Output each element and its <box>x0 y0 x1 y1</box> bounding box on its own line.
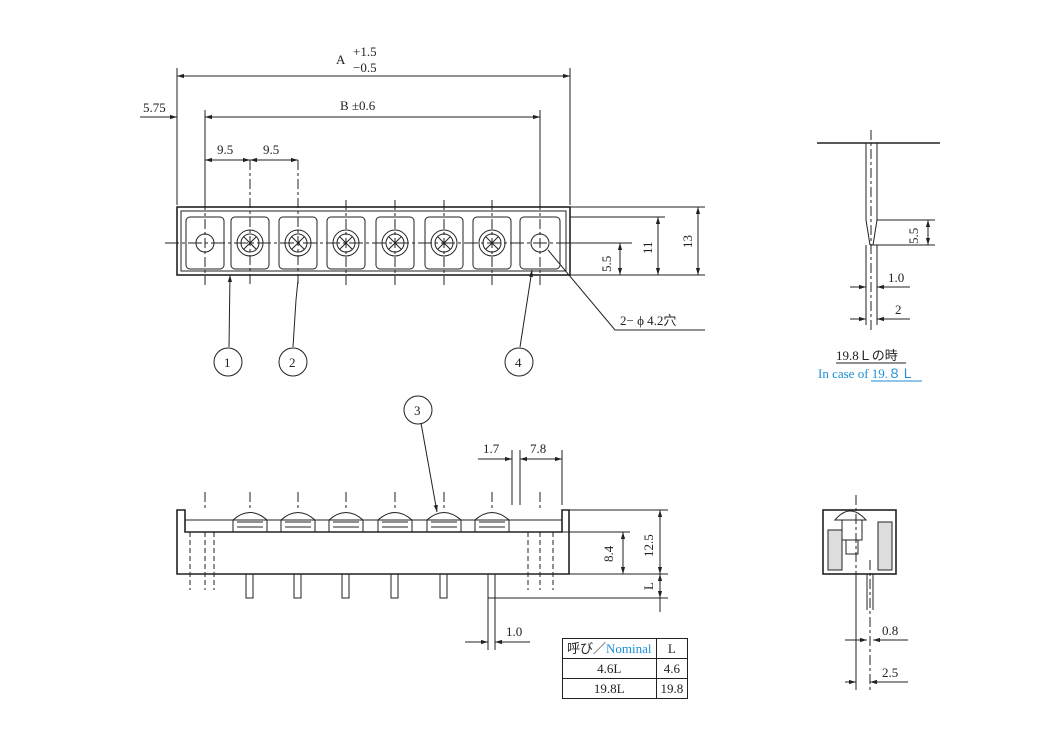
pin-dim-55-label: 5.5 <box>906 228 921 244</box>
end-dim-25-label: 2.5 <box>882 665 898 680</box>
row-nominal: 4.6L <box>562 658 657 679</box>
dim-10-label: 1.0 <box>506 624 522 639</box>
header-L: L <box>655 638 689 659</box>
dim-L-label: L <box>641 582 656 590</box>
pitch-2-label: 9.5 <box>263 142 279 157</box>
dim-b-label: B ±0.6 <box>340 98 376 113</box>
height-55-label: 5.5 <box>599 256 614 272</box>
table-header: 呼び／Nominal L <box>562 638 689 659</box>
hole-note: 2− ϕ 4.2穴 <box>620 313 676 328</box>
dim-a-tol-minus: −0.5 <box>353 60 377 75</box>
row-L: 4.6 <box>655 658 689 679</box>
dim-a-tol-plus: +1.5 <box>353 44 377 59</box>
pitch-1-label: 9.5 <box>217 142 233 157</box>
callout-3-text: 3 <box>414 403 421 418</box>
height-13-label: 13 <box>680 235 695 248</box>
header-nominal: 呼び／Nominal <box>562 638 657 659</box>
callout-3 <box>403 395 433 425</box>
height-11-label: 11 <box>640 241 655 254</box>
pin-dim-2-label: 2 <box>895 302 902 317</box>
pins <box>245 573 496 599</box>
pin-caption-en: In case of 19.８Ｌ <box>818 366 914 381</box>
end-dim-08-label: 0.8 <box>882 623 898 638</box>
dim-17-label: 1.7 <box>483 441 500 456</box>
callout-2-text: 2 <box>289 355 296 370</box>
row-nominal: 19.8L <box>562 678 657 699</box>
row-L: 19.8 <box>655 678 689 699</box>
dim-78-label: 7.8 <box>530 441 546 456</box>
callout-1 <box>213 347 243 377</box>
table-row: 4.6L 4.6 <box>562 658 689 679</box>
side-view-body <box>176 509 570 575</box>
top-view-body <box>165 206 580 276</box>
screw-head-side-2 <box>280 512 316 532</box>
screw-head-side-6 <box>474 512 510 532</box>
nominal-table: 呼び／Nominal L 4.6L 4.6 19.8L 19.8 <box>562 638 689 699</box>
pin-caption-jp: 19.8Ｌの時 <box>836 348 898 363</box>
dim-84-label: 8.4 <box>601 545 616 562</box>
hole-leader <box>547 249 705 331</box>
pin-detail <box>817 130 940 382</box>
dim-125-label: 12.5 <box>641 534 656 557</box>
screw-head-side-4 <box>377 512 413 532</box>
callout-2 <box>278 347 308 377</box>
callout-4-text: 4 <box>515 355 522 370</box>
dim-offset-label: 5.75 <box>143 100 166 115</box>
screw-head-side-3 <box>328 512 364 532</box>
callout-1-text: 1 <box>224 355 231 370</box>
dim-a-label: A <box>336 52 346 67</box>
screw-head-side-1 <box>232 512 268 532</box>
pin-dim-10-label: 1.0 <box>888 270 904 285</box>
screw-head-side-5 <box>426 512 462 532</box>
callout-4 <box>504 347 534 377</box>
table-row: 19.8L 19.8 <box>562 678 689 699</box>
end-view <box>822 495 908 690</box>
